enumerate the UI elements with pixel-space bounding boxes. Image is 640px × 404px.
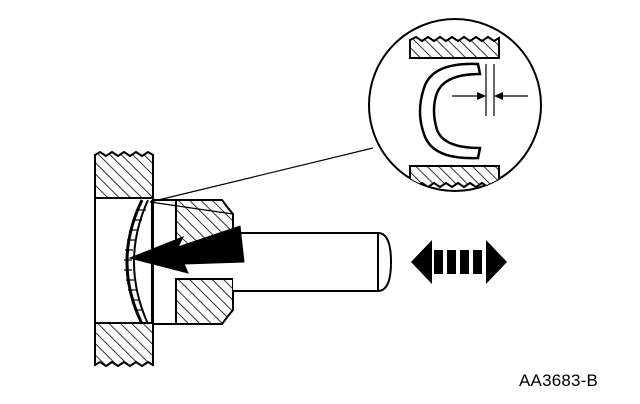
figure-code: AA3683-B	[519, 371, 599, 390]
installer-tool	[233, 232, 393, 292]
insertion-arrow	[128, 225, 245, 274]
detail-leader-lines	[149, 147, 374, 215]
reciprocating-arrow	[411, 240, 507, 284]
detail-circle	[368, 18, 542, 192]
